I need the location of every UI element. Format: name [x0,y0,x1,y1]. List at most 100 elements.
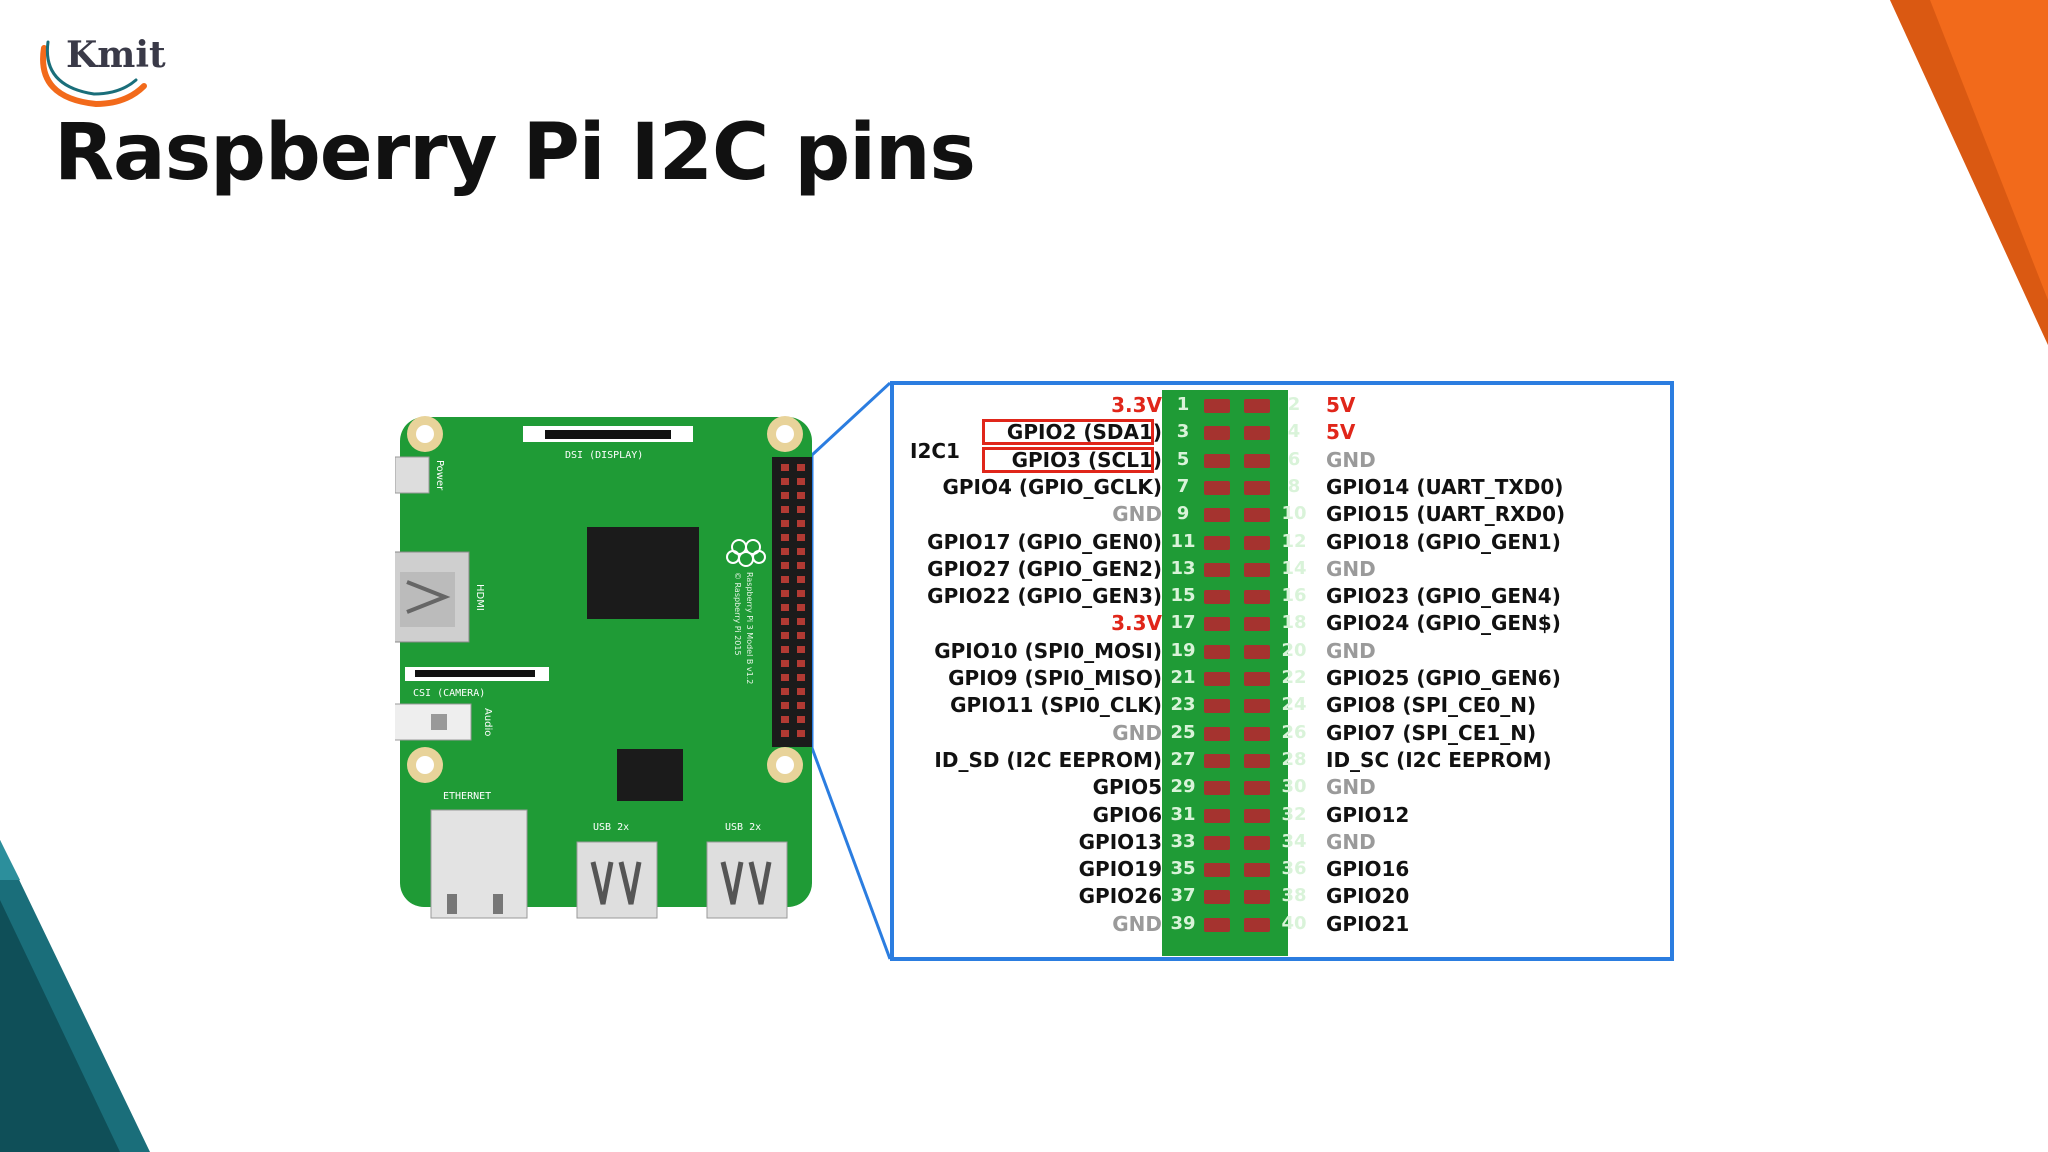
pin-pad [1204,508,1230,523]
pin-pad [1244,917,1270,932]
pin-pad [1204,890,1230,905]
pin-pad [1244,426,1270,441]
board-gpio-pin [797,604,805,611]
pin-number-odd: 23 [1170,694,1196,716]
board-model-text: Raspberry Pi 3 Model B v1.2 [745,572,754,684]
pin-pad [1244,508,1270,523]
i2c1-group-label: I2C1 [910,439,960,463]
pin-number-odd: 33 [1170,830,1196,852]
pin-number-odd: 13 [1170,557,1196,579]
board-gpio-pin [781,464,789,471]
pin-number-odd: 15 [1170,585,1196,607]
board-gpio-pin [781,646,789,653]
board-gpio-pin [781,674,789,681]
pin-number-even: 4 [1287,421,1301,443]
mounting-hole [767,747,803,783]
gpio-pin-array [781,464,805,737]
pin-label-right: GND [1326,556,1376,581]
pin-label-left: GPIO27 (GPIO_GEN2) [927,556,1162,581]
top-right-accent [1890,0,2048,345]
board-gpio-pin [797,688,805,695]
pin-label-left: GPIO9 (SPI0_MISO) [948,666,1162,690]
raspberry-pi-board: DSI (DISPLAY) Power HDMI Raspberry Pi 3 … [395,416,812,919]
board-gpio-pin [781,730,789,737]
pin-pad [1204,535,1230,550]
board-gpio-pin [797,660,805,667]
pin-number-even: 14 [1281,557,1307,579]
pin-pad [1204,644,1230,659]
board-gpio-pin [781,562,789,569]
board-gpio-pin [797,506,805,513]
pin-label-left: GPIO3 (SCL1) [1011,447,1162,472]
board-gpio-pin [797,548,805,555]
board-gpio-pin [797,464,805,471]
pin-label-left: GND [1112,502,1162,527]
pin-label-left: GND [1112,911,1162,936]
pin-pad [1244,890,1270,905]
pin-label-right: GPIO25 (GPIO_GEN6) [1326,666,1561,690]
mounting-hole [407,416,443,452]
ethernet-port [430,809,528,919]
power-port [395,456,430,494]
soc-chip [587,527,699,619]
board-gpio-pin [797,646,805,653]
board-gpio-pin [797,618,805,625]
pin-number-even: 16 [1281,585,1307,607]
i2c-highlight-box [982,446,1154,473]
pin-label-right: GND [1326,775,1376,800]
pin-pad [1244,562,1270,577]
pin-pad [1244,644,1270,659]
pin-pad [1204,480,1230,495]
dsi-label: DSI (DISPLAY) [565,450,643,461]
pin-number-odd: 39 [1170,912,1196,934]
pin-number-odd: 19 [1170,639,1196,661]
pin-number-even: 8 [1287,475,1301,497]
bottom-left-accent [0,840,150,1152]
audio-label: Audio [482,708,493,736]
pin-number-odd: 3 [1176,421,1190,443]
pin-label-left: GPIO10 (SPI0_MOSI) [934,638,1162,663]
pin-label-left: GPIO19 [1078,857,1162,882]
pin-number-odd: 17 [1170,612,1196,634]
pin-pad [1204,808,1230,823]
board-gpio-pin [781,506,789,513]
pin-label-right: 5V [1326,393,1356,417]
board-gpio-pin [781,534,789,541]
pin-pad [1204,753,1230,768]
board-gpio-pin [797,534,805,541]
board-gpio-pin [797,478,805,485]
pin-number-odd: 7 [1176,475,1190,497]
pin-number-odd: 9 [1176,503,1190,525]
pin-pad [1204,617,1230,632]
i2c-highlight-box [982,419,1154,446]
board-gpio-pin [781,576,789,583]
ethernet-label: ETHERNET [443,791,491,802]
pin-pad [1244,453,1270,468]
pin-pad [1244,699,1270,714]
pin-number-even: 34 [1281,830,1307,852]
pin-label-right: GPIO24 (GPIO_GEN$) [1326,611,1561,636]
pin-pad [1244,863,1270,878]
pin-pad [1204,699,1230,714]
pin-label-right: GND [1326,829,1376,854]
pin-label-right: GPIO15 (UART_RXD0) [1326,502,1566,527]
pin-label-right: GND [1326,638,1376,663]
pin-label-right: GPIO12 [1326,802,1410,827]
pin-number-odd: 5 [1176,448,1190,470]
pin-number-odd: 35 [1170,858,1196,880]
pin-pad [1244,753,1270,768]
board-gpio-pin [797,730,805,737]
